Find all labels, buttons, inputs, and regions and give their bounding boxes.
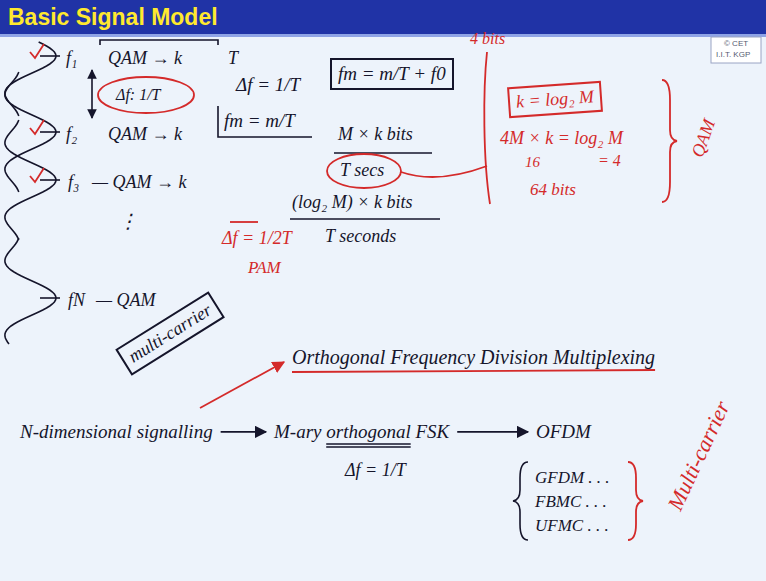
note: T — [228, 48, 238, 69]
underline — [326, 446, 410, 447]
formula-box: k = log₂ M — [507, 81, 603, 118]
note: — QAM → k — [92, 172, 186, 193]
logo-box — [711, 37, 761, 63]
slide-title: Basic Signal Model — [8, 4, 218, 30]
formula: T seconds — [325, 226, 396, 247]
formula-box — [218, 106, 312, 137]
formula: (log₂ M) × k bits — [292, 192, 412, 213]
carrier-tick — [40, 55, 60, 57]
heading-note: Orthogonal Frequency Division Multiplexi… — [292, 346, 655, 369]
red-brace — [628, 462, 643, 540]
flow-arrow — [457, 431, 528, 433]
formula: M × k bits — [338, 124, 413, 145]
carrier-label: f₂ — [66, 124, 77, 145]
node-text: N-dimensional signalling — [20, 421, 213, 443]
node-text: k = log₂ M — [515, 86, 594, 112]
fraction-bar — [290, 218, 440, 220]
node-text: fm = m/T + f0 — [338, 63, 446, 85]
list-item: GFDM . . . — [535, 468, 610, 488]
red-note: = 4 — [598, 152, 621, 170]
ellipsis: ⋮ — [118, 210, 138, 233]
circle-mark — [98, 77, 194, 113]
row-bracket — [100, 40, 218, 45]
node-text: OFDM — [536, 421, 591, 443]
formula: Δf = 1/T — [236, 74, 300, 96]
red-note: 4M × k = log₂ M — [500, 128, 623, 149]
note: — QAM — [96, 290, 156, 311]
formula: Δf = 1/T — [345, 460, 406, 481]
carrier-label: f₁ — [66, 48, 77, 69]
red-note: 4 bits — [470, 30, 505, 48]
formula: fm = m/T — [224, 110, 295, 132]
circle-mark — [327, 154, 401, 188]
sinc-curve — [5, 238, 56, 344]
flow-step: M-ary orthogonal FSK — [268, 418, 455, 446]
red-brace — [484, 52, 490, 204]
spacing-arrow — [91, 70, 93, 118]
carrier-tick — [40, 297, 60, 299]
note: QAM → k — [108, 124, 182, 145]
subcarrier-spectra — [5, 42, 60, 344]
red-note: Δf = 1/2T — [222, 228, 292, 249]
flow-arrow — [221, 431, 266, 433]
node-text: M-ary orthogonal FSK — [274, 421, 449, 443]
flow-step: OFDM — [530, 418, 597, 446]
fraction-bar — [334, 152, 432, 154]
header-bar — [0, 0, 766, 36]
logo-text: © CET — [724, 39, 748, 48]
red-arrow — [200, 362, 284, 408]
note: Δf: 1/T — [116, 86, 161, 104]
carrier-tick — [40, 131, 60, 133]
red-brace — [662, 80, 677, 202]
underline — [292, 370, 655, 372]
flow-step: N-dimensional signalling — [14, 418, 219, 446]
check-mark — [30, 120, 44, 134]
red-leader — [401, 166, 487, 177]
red-mark — [230, 221, 258, 223]
carrier-tick — [40, 179, 60, 181]
note: QAM → k — [108, 48, 182, 69]
formula-box: fm = m/T + f0 — [330, 58, 454, 90]
carrier-label: fN — [68, 290, 85, 311]
red-strokes — [30, 44, 677, 540]
list-item: UFMC . . . — [535, 516, 609, 536]
list-brace — [513, 462, 528, 540]
formula: T secs — [340, 160, 384, 181]
check-mark — [30, 168, 44, 182]
logo-text: I.I.T. KGP — [716, 50, 750, 59]
ink-strokes — [92, 40, 528, 540]
underline — [326, 443, 410, 444]
check-mark — [30, 44, 44, 58]
carrier-label: f₃ — [68, 172, 79, 193]
red-note: PAM — [248, 258, 281, 278]
red-note: 64 bits — [530, 180, 576, 200]
red-note: 16 — [525, 154, 540, 171]
header-rule — [0, 34, 766, 37]
list-item: FBMC . . . — [535, 492, 607, 512]
